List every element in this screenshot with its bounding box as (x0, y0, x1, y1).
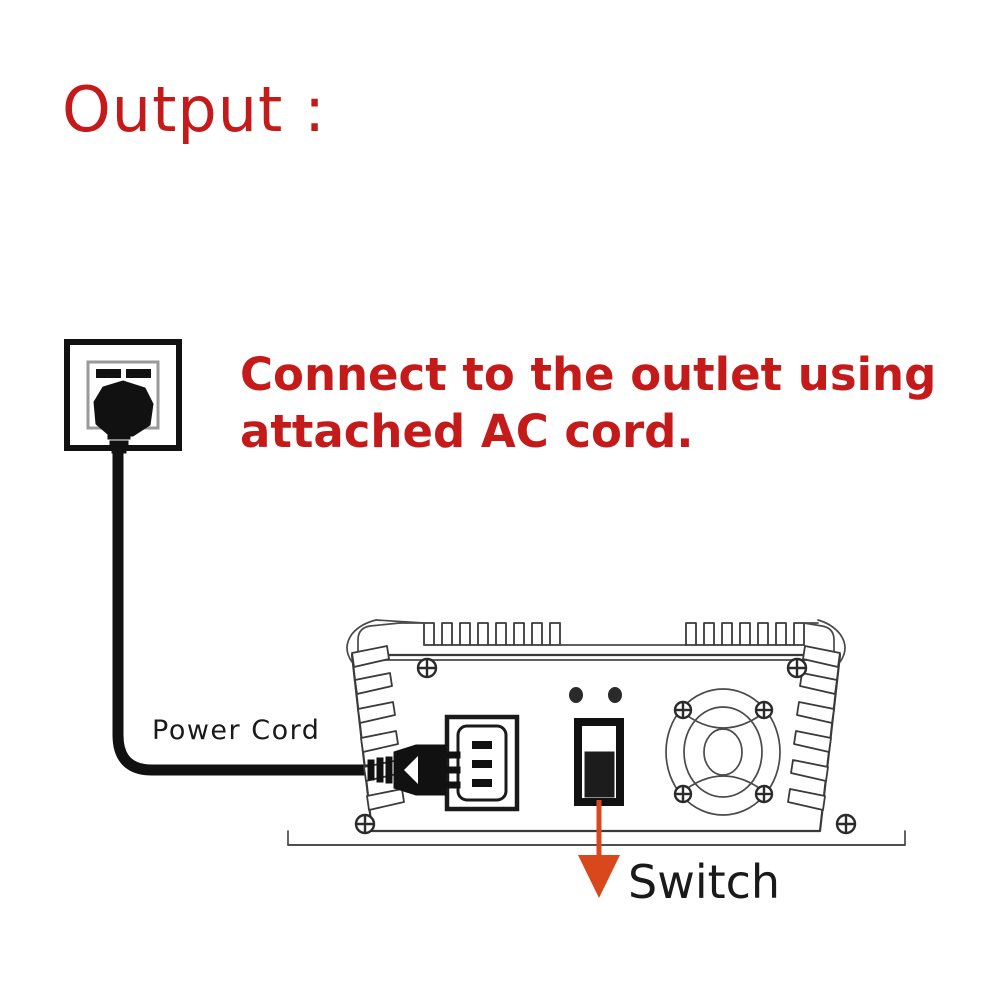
plug-strain-rib-1 (367, 759, 375, 781)
fan-ring-outer (665, 688, 781, 816)
led-indicator-right (608, 687, 622, 703)
left-fin-2 (357, 701, 396, 724)
wall-outlet-plug-body (93, 380, 154, 437)
top-cover-right-hook (803, 622, 835, 661)
ac-socket-slot-top (472, 741, 492, 749)
power-switch[interactable] (574, 718, 624, 806)
top-fin-group-left (423, 622, 561, 646)
page-title: Output : (62, 73, 326, 146)
switch-arrow-head (578, 855, 620, 898)
plug-pin-top (445, 751, 461, 759)
top-cover-right-curve (817, 619, 846, 663)
left-fin-0 (351, 645, 390, 668)
screw-hole-bottom-right (835, 813, 857, 835)
screw-hole-top-right (786, 657, 808, 679)
top-cover-left-curve (346, 619, 377, 663)
fan-screw-top-left (673, 700, 693, 720)
power-cord (112, 441, 374, 776)
left-fin-5 (366, 788, 405, 811)
fan-ring-inner (703, 728, 743, 776)
plug-rib-2 (109, 440, 129, 447)
plug-strain-rib-2 (376, 757, 384, 783)
screw-hole-bottom-left (354, 813, 376, 835)
inverter-right-fins (787, 645, 841, 811)
plug-rib-3 (111, 447, 127, 454)
wall-outlet-slot-left (96, 369, 121, 378)
wall-outlet-slot-right (126, 369, 151, 378)
left-fin-3 (360, 730, 399, 753)
fan-screw-bottom-right (754, 784, 774, 804)
fan-ring-middle (683, 706, 763, 798)
top-cover-left-hook (357, 622, 401, 661)
plug-pin-bottom (445, 781, 461, 789)
cord-plug-connector (367, 744, 461, 796)
ac-output-socket (444, 714, 520, 812)
fan-screw-bottom-left (673, 784, 693, 804)
left-fin-1 (354, 672, 393, 695)
power-cord-label: Power Cord (152, 715, 320, 746)
led-indicator-left (569, 687, 583, 703)
inverter-top-cover (346, 619, 846, 663)
screw-hole-top-left (416, 657, 438, 679)
right-fin-2 (796, 701, 835, 724)
switch-label: Switch (628, 855, 780, 909)
inverter-screw-holes (354, 657, 857, 835)
top-fin-group-right (685, 622, 805, 646)
plug-collar (393, 744, 447, 796)
right-fin-5 (787, 788, 826, 811)
led-indicators (569, 687, 622, 703)
power-switch-rocker[interactable] (584, 751, 615, 798)
switch-callout-arrow (578, 800, 620, 898)
fan-grille (665, 688, 781, 816)
fan-arc-top (680, 710, 767, 729)
ac-socket-slot-bottom (472, 779, 492, 787)
plug-notch (404, 756, 418, 784)
right-fin-1 (799, 672, 838, 695)
instruction-line-2: attached AC cord. (240, 405, 693, 458)
ac-socket-slot-middle (472, 760, 492, 768)
inverter-left-fins (351, 645, 405, 811)
fan-screw-top-right (754, 700, 774, 720)
wall-outlet (64, 339, 182, 454)
right-fin-3 (793, 730, 832, 753)
plug-pin-middle (445, 766, 461, 774)
instruction-line-1: Connect to the outlet using (240, 348, 936, 401)
plug-strain-rib-3 (385, 756, 393, 784)
plug-rib-1 (107, 433, 131, 440)
fan-arc-bottom (680, 775, 767, 794)
right-fin-0 (802, 645, 841, 668)
right-fin-4 (790, 759, 829, 782)
